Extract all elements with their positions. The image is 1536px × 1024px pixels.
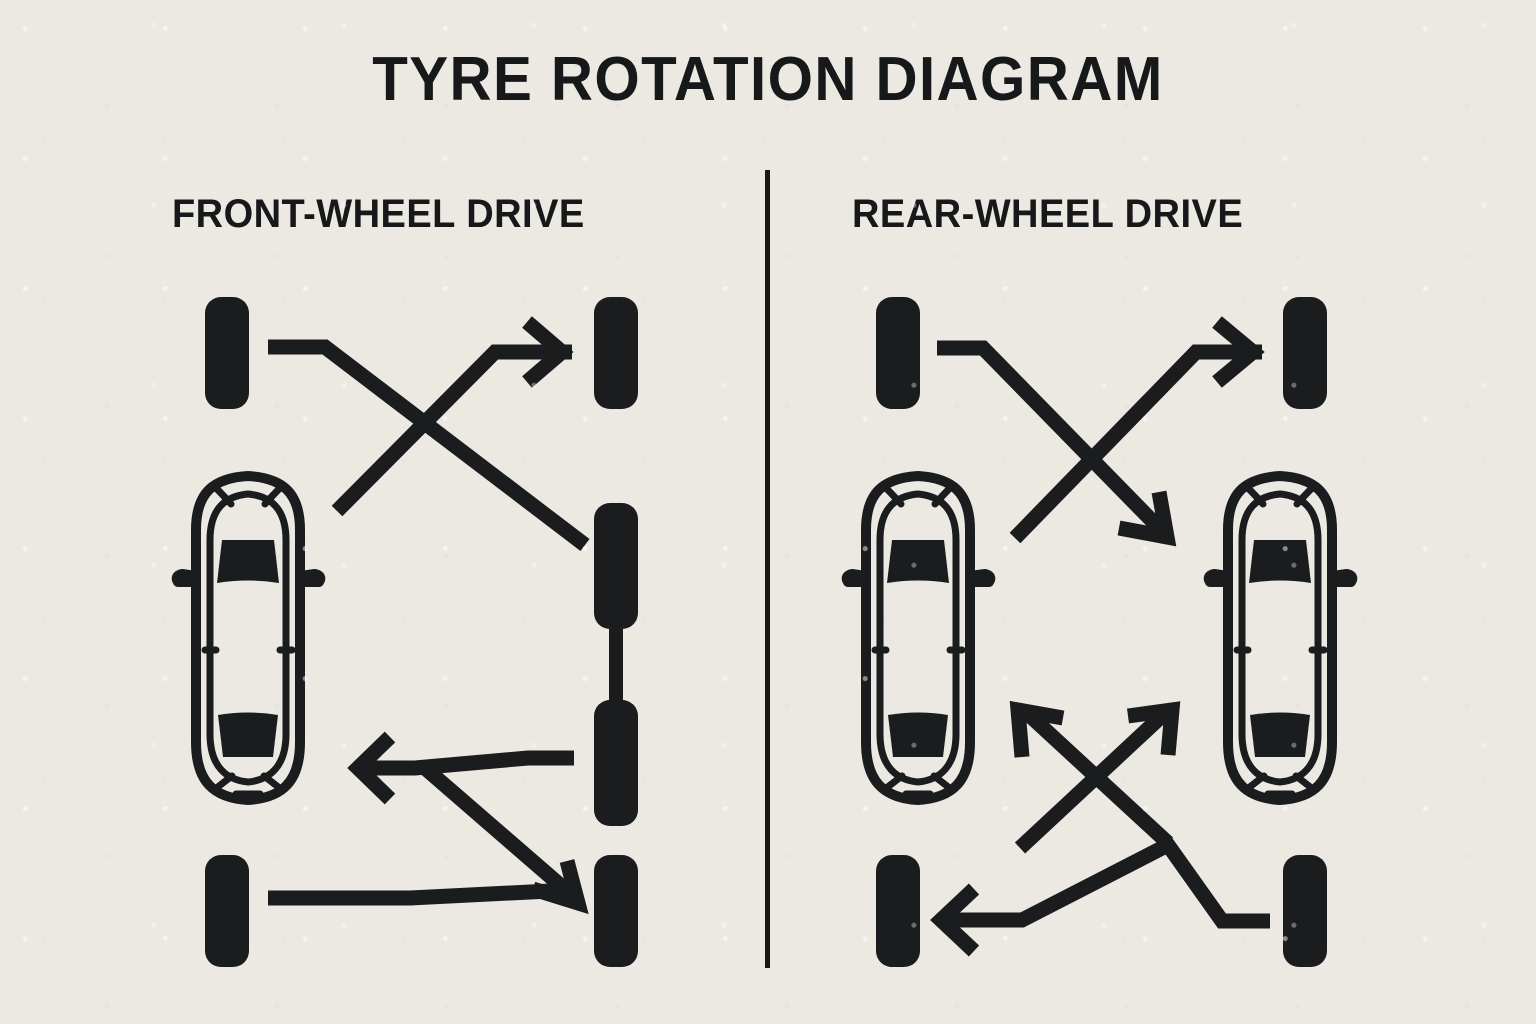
rwd-car-right-inner-outline <box>1238 490 1322 786</box>
fwd-car-rear-window <box>218 712 278 757</box>
rwd-path-rear-right-to-rear-left <box>943 835 1270 929</box>
fwd-car-headlight-left <box>210 482 235 508</box>
rwd-car-right-taillight-left <box>1242 772 1268 794</box>
fwd-path-rear-right-to-front-right <box>331 344 572 517</box>
rwd-car-left-windshield <box>887 540 949 583</box>
rwd-car-left-mirror-left <box>841 569 871 587</box>
fwd-path-rear-left-to-rear-right-diag <box>420 762 580 904</box>
fwd-path-mid-swap <box>609 625 623 705</box>
fwd-car-inner-outline <box>206 490 290 786</box>
rwd-arrowhead-up-right <box>1126 701 1181 756</box>
rwd-tyre-rear-left <box>876 855 920 967</box>
rwd-car-left-taillight-right <box>930 772 956 794</box>
fwd-car <box>171 471 326 805</box>
rwd-car-right-mirror-left <box>1203 569 1233 587</box>
fwd-tyre-rear-left <box>205 855 249 967</box>
fwd-car-headlight-right <box>261 482 286 508</box>
rwd-car-right-rear-window <box>1250 712 1310 757</box>
fwd-car-mirror-right <box>295 569 326 587</box>
rwd-car-left-rear-window <box>888 712 948 757</box>
fwd-arrowhead-front-right <box>522 316 574 388</box>
fwd-arrowhead-front-left <box>347 731 396 805</box>
fwd-tyre-mid-lower <box>594 700 638 826</box>
fwd-car-windshield <box>217 540 279 583</box>
rwd-car-right-taillight-right <box>1292 772 1318 794</box>
panel-title-rear-wheel-drive: REAR-WHEEL DRIVE <box>852 192 1244 236</box>
fwd-path-front-left-to-rear-right <box>268 339 590 551</box>
rwd-tyre-rear-right <box>1283 855 1327 967</box>
rwd-car-left-headlight-right <box>931 482 956 508</box>
rwd-car-left-inner-outline <box>876 490 960 786</box>
rwd-car-right-headlight-right <box>1293 482 1318 508</box>
rwd-tyre-front-left <box>876 297 920 409</box>
rwd-car-left-headlight-left <box>880 482 905 508</box>
fwd-tyre-rear-right <box>594 855 638 967</box>
rwd-car-right-headlight-left <box>1242 482 1267 508</box>
rwd-tyre-front-right <box>1283 297 1327 409</box>
rwd-arrowhead-rear-left <box>930 883 980 957</box>
rwd-car-left-mirror-right <box>965 569 996 587</box>
fwd-arrowhead-rear-right <box>530 859 589 915</box>
rwd-arrowhead-down-right <box>1117 490 1177 547</box>
fwd-tyre-front-left <box>205 297 249 409</box>
rwd-path-front-left-down-right <box>937 340 1169 538</box>
rwd-path-rear-up-right <box>1014 707 1171 854</box>
panel-divider <box>765 170 770 968</box>
rwd-arrowhead-front-right <box>1212 316 1265 388</box>
rwd-path-up-to-front-right <box>1009 344 1262 544</box>
rwd-car-left <box>841 471 996 805</box>
rwd-arrowhead-up-left <box>1009 700 1065 758</box>
rwd-car-right-windshield <box>1249 540 1311 583</box>
fwd-path-rear-right-to-front-left <box>360 750 574 776</box>
page-title: TYRE ROTATION DIAGRAM <box>372 45 1164 114</box>
fwd-car-taillight-left <box>210 772 236 794</box>
panel-title-front-wheel-drive: FRONT-WHEEL DRIVE <box>172 192 585 236</box>
rwd-car-left-taillight-left <box>880 772 906 794</box>
fwd-car-taillight-right <box>260 772 286 794</box>
fwd-car-mirror-left <box>171 569 201 587</box>
rwd-car-right-mirror-right <box>1327 569 1358 587</box>
fwd-tyre-front-right <box>594 297 638 409</box>
rwd-car-right <box>1203 471 1358 805</box>
fwd-tyre-mid-upper <box>594 503 638 629</box>
